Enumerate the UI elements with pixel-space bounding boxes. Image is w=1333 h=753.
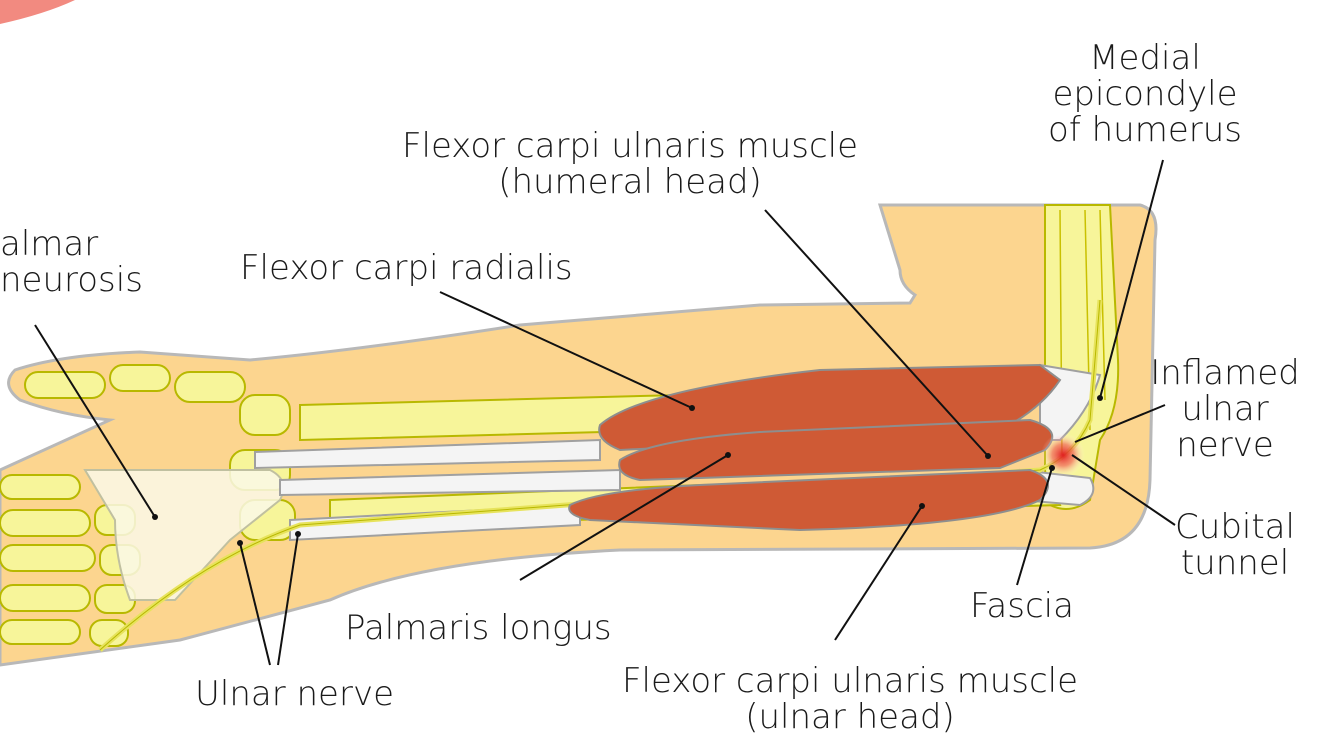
label-ulnar-nerve: Ulnar nerve [195,676,394,712]
palmar-aponeurosis-shape [83,469,285,601]
label-line: Flexor carpi ulnaris muscle [401,126,859,166]
label-line: Palmaris longus [345,608,612,648]
label-line: (ulnar head) [745,697,955,737]
label-fcu-humeral-head: Flexor carpi ulnaris muscle (humeral hea… [400,128,860,200]
label-line: neurosis [0,260,143,300]
label-line: nerve [1176,425,1274,465]
label-inflamed-ulnar-nerve: Inflamed ulnar nerve [1140,355,1310,463]
label-line: Flexor carpi radialis [240,248,573,288]
label-line: ulnar [1181,389,1269,429]
label-line: epicondyle [1052,74,1238,114]
label-line: (humeral head) [498,162,762,202]
label-flexor-carpi-radialis: Flexor carpi radialis [240,250,573,286]
leader-dots [152,395,1103,546]
label-line: Flexor carpi ulnaris muscle [621,661,1079,701]
label-line: tunnel [1180,543,1290,583]
label-line: Cubital [1175,507,1295,547]
finger-bones [0,364,296,647]
tendons [254,363,1102,542]
label-line: of humerus [1048,110,1242,150]
leader-lines [34,159,1176,666]
arm-skin [0,203,1158,667]
label-line: Ulnar nerve [195,674,394,714]
label-cubital-tunnel: Cubital tunnel [1160,509,1310,581]
label-line: Medial [1089,38,1201,78]
label-palmar-aponeurosis: almar neurosis [0,226,143,298]
muscles [568,363,1062,532]
label-line: almar [0,224,99,264]
label-palmaris-longus: Palmaris longus [345,610,612,646]
label-fcu-ulnar-head: Flexor carpi ulnaris muscle (ulnar head) [620,663,1080,735]
label-line: Inflamed [1150,353,1300,393]
label-line: Fascia [970,586,1074,626]
label-medial-epicondyle: Medial epicondyle of humerus [1040,40,1250,148]
label-fascia: Fascia [970,588,1074,624]
corner-decoration [0,0,75,24]
